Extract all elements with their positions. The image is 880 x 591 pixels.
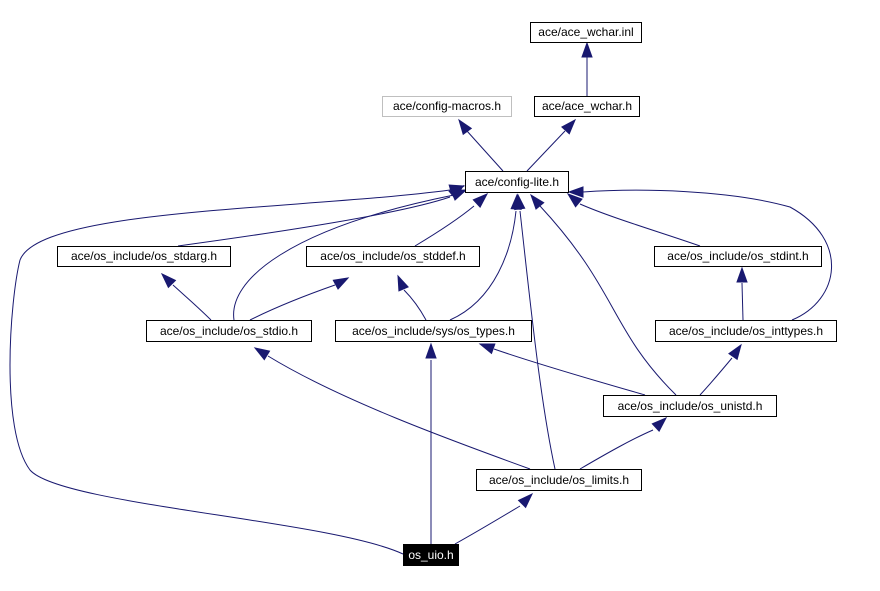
node-sys-os-types[interactable]: ace/os_include/sys/os_types.h [335, 320, 532, 342]
arrowhead-os-unistd [651, 416, 668, 433]
arrowhead-config-lite [530, 193, 545, 210]
edge-config-lite-to-ace-wchar-h [526, 130, 566, 172]
node-os-stdio[interactable]: ace/os_include/os_stdio.h [146, 320, 312, 342]
arrowhead-config-lite [566, 193, 583, 208]
arrowhead-os-stddef [332, 277, 350, 290]
edge-os-unistd-to-config-lite [539, 205, 677, 396]
edge-sys-os-types-to-os-stddef [403, 289, 427, 321]
edge-os-limits-to-os-stdio [267, 355, 531, 470]
node-ace-wchar-inl[interactable]: ace/ace_wchar.inl [530, 22, 642, 43]
edge-os-unistd-to-os-inttypes [699, 357, 733, 396]
arrowhead-sys-os-types [425, 342, 437, 359]
arrowhead-sys-os-types [478, 343, 496, 355]
edge-os-limits-to-config-lite [519, 210, 556, 470]
edge-os-stdio-to-os-stdarg [172, 284, 212, 321]
node-os-inttypes[interactable]: ace/os_include/os_inttypes.h [655, 320, 837, 342]
edge-config-lite-to-config-macros [466, 130, 504, 172]
node-os-unistd[interactable]: ace/os_include/os_unistd.h [603, 395, 777, 417]
edge-os-stdio-to-config-lite [233, 194, 455, 321]
node-os-stdint[interactable]: ace/os_include/os_stdint.h [654, 246, 822, 267]
edge-os-stdarg-to-config-lite [177, 196, 451, 247]
node-ace-wchar-h[interactable]: ace/ace_wchar.h [534, 96, 640, 117]
arrowhead-ace-wchar-inl [581, 41, 593, 58]
edge-os-stdio-to-os-stddef [249, 284, 336, 321]
arrowhead-config-macros [458, 118, 473, 136]
arrowhead-os-stdint [736, 266, 748, 283]
node-os-limits[interactable]: ace/os_include/os_limits.h [476, 469, 642, 491]
node-config-lite[interactable]: ace/config-lite.h [465, 171, 569, 193]
arrowhead-config-lite [472, 192, 489, 209]
edge-sys-os-types-to-config-lite [449, 210, 517, 321]
edge-os-limits-to-os-unistd [579, 429, 654, 470]
node-os-uio-current[interactable]: os_uio.h [403, 544, 459, 566]
edge-os-unistd-to-sys-os-types [493, 348, 646, 396]
arrowhead-os-stdio [253, 347, 271, 361]
edge-os-uio-to-os-limits [454, 505, 521, 545]
edge-os-inttypes-to-os-stdint [741, 282, 744, 321]
arrowhead-os-inttypes [728, 343, 742, 361]
edge-os-uio-to-config-lite [9, 189, 451, 555]
edge-os-stdint-to-config-lite [579, 203, 701, 247]
arrowhead-os-stdarg [160, 272, 177, 289]
arrowhead-os-limits [517, 492, 534, 509]
edge-os-inttypes-to-config-lite [582, 189, 832, 321]
arrowhead-os-stddef [397, 274, 409, 292]
edge-os-stddef-to-config-lite [414, 205, 475, 247]
node-os-stdarg[interactable]: ace/os_include/os_stdarg.h [57, 246, 231, 267]
arrowhead-config-lite [567, 186, 584, 198]
arrowhead-ace-wchar-h [561, 118, 576, 135]
node-os-stddef[interactable]: ace/os_include/os_stddef.h [306, 246, 480, 267]
node-config-macros[interactable]: ace/config-macros.h [382, 96, 512, 117]
arrowhead-config-lite [448, 184, 466, 196]
arrowhead-config-lite [514, 193, 526, 211]
